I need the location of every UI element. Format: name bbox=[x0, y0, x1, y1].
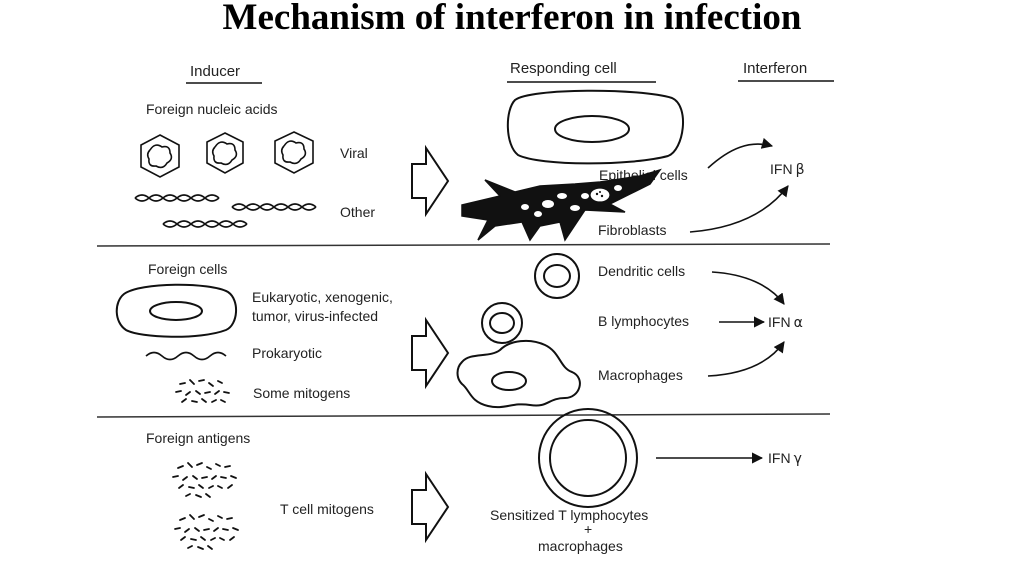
label-plus: + bbox=[584, 521, 592, 537]
macrophage-cell-icon bbox=[456, 339, 581, 409]
heading-foreign-nucleic-acids: Foreign nucleic acids bbox=[146, 101, 278, 117]
arrow-fibroblasts-to-ifn-beta bbox=[689, 185, 789, 233]
virus-icon bbox=[274, 131, 314, 174]
sensitized-t-lymphocyte-icon bbox=[538, 408, 638, 508]
label-b-lymphocytes: B lymphocytes bbox=[598, 313, 689, 329]
diagram-title: Mechanism of interferon in infection bbox=[222, 0, 802, 38]
label-some-mitogens: Some mitogens bbox=[253, 385, 350, 401]
arrow-epithelial-to-ifn-beta bbox=[707, 137, 774, 169]
arrow-dendritic-to-ifn-alpha bbox=[711, 271, 785, 305]
heading-foreign-antigens: Foreign antigens bbox=[146, 430, 250, 446]
arrow-macrophages-to-ifn-alpha bbox=[707, 341, 785, 377]
label-sensitized-t-lymphocytes: Sensitized T lymphocytes bbox=[490, 507, 648, 523]
antigen-particles-icon bbox=[174, 514, 239, 550]
mitogen-particles-icon bbox=[175, 379, 230, 403]
eukaryotic-cell-icon bbox=[115, 283, 237, 338]
header-inducer: Inducer bbox=[190, 63, 240, 80]
label-macrophages-2: macrophages bbox=[538, 538, 623, 554]
dna-strand-icon bbox=[134, 194, 220, 202]
ifn-greek-gamma: γ bbox=[794, 451, 802, 467]
induction-arrow-icon bbox=[411, 316, 450, 390]
heading-foreign-cells: Foreign cells bbox=[148, 261, 227, 277]
virus-icon bbox=[140, 134, 180, 178]
prokaryote-icon bbox=[145, 351, 227, 361]
label-eukaryotic-line1: Eukaryotic, xenogenic, bbox=[252, 289, 393, 305]
label-other: Other bbox=[340, 204, 375, 220]
antigen-particles-icon bbox=[172, 462, 237, 498]
ifn-symbol: IFN bbox=[768, 450, 791, 466]
fibroblast-cell-icon bbox=[461, 168, 662, 242]
label-macrophages: Macrophages bbox=[598, 367, 683, 383]
induction-arrow-icon bbox=[411, 470, 450, 544]
section-divider bbox=[96, 243, 831, 247]
b-lymphocyte-icon bbox=[481, 302, 523, 344]
label-viral: Viral bbox=[340, 145, 368, 161]
ifn-greek-alpha: α bbox=[794, 315, 803, 331]
epithelial-cell-icon bbox=[506, 89, 684, 165]
label-dendritic-cells: Dendritic cells bbox=[598, 263, 685, 279]
dna-strand-icon bbox=[162, 220, 248, 228]
induction-arrow-icon bbox=[411, 144, 450, 218]
ifn-symbol: IFN bbox=[768, 314, 791, 330]
header-interferon: Interferon bbox=[743, 60, 807, 77]
label-fibroblasts: Fibroblasts bbox=[598, 222, 666, 238]
ifn-symbol: IFN bbox=[770, 161, 793, 177]
dna-strand-icon bbox=[231, 203, 317, 211]
section-divider bbox=[96, 413, 831, 418]
label-eukaryotic-line2: tumor, virus-infected bbox=[252, 308, 378, 324]
label-t-cell-mitogens: T cell mitogens bbox=[280, 501, 374, 517]
header-responding-cell: Responding cell bbox=[510, 60, 617, 77]
ifn-greek-beta: β bbox=[796, 162, 805, 178]
label-prokaryotic: Prokaryotic bbox=[252, 345, 322, 361]
virus-icon bbox=[206, 132, 244, 174]
dendritic-cell-icon bbox=[534, 253, 580, 299]
